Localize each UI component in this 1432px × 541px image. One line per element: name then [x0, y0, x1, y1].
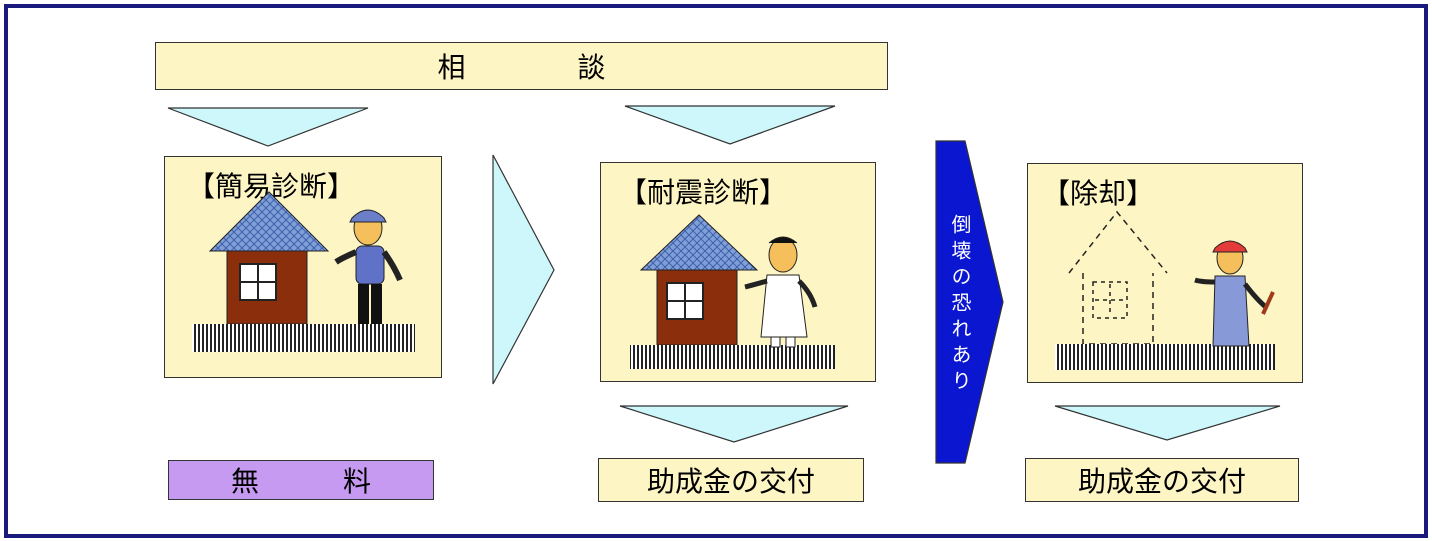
down-arrow-1 — [167, 107, 369, 147]
down-arrow-2 — [624, 105, 836, 145]
free-box: 無 料 — [168, 460, 434, 500]
consultation-bar: 相 談 — [155, 42, 888, 90]
consultation-label: 相 談 — [437, 51, 606, 84]
panel-title-demolition: 【除却】 — [1042, 177, 1155, 210]
collapse-arrow — [935, 140, 1004, 464]
down-arrow-3 — [619, 405, 849, 443]
free-label: 無 料 — [230, 465, 371, 498]
panel-title-seismic: 【耐震診断】 — [619, 176, 788, 209]
subsidy-label-1: 助成金の交付 — [646, 465, 815, 498]
collapse-arrow-label: 倒壊の恐れあり — [948, 214, 972, 396]
down-arrow-4 — [1054, 405, 1281, 441]
house-illustration-1 — [192, 191, 415, 352]
house-illustration-2 — [630, 214, 835, 369]
subsidy-label-2: 助成金の交付 — [1077, 465, 1246, 498]
subsidy-box-1: 助成金の交付 — [598, 458, 864, 502]
subsidy-box-2: 助成金の交付 — [1025, 458, 1299, 502]
right-arrow — [492, 154, 555, 385]
house-illustration-3 — [1055, 210, 1275, 370]
